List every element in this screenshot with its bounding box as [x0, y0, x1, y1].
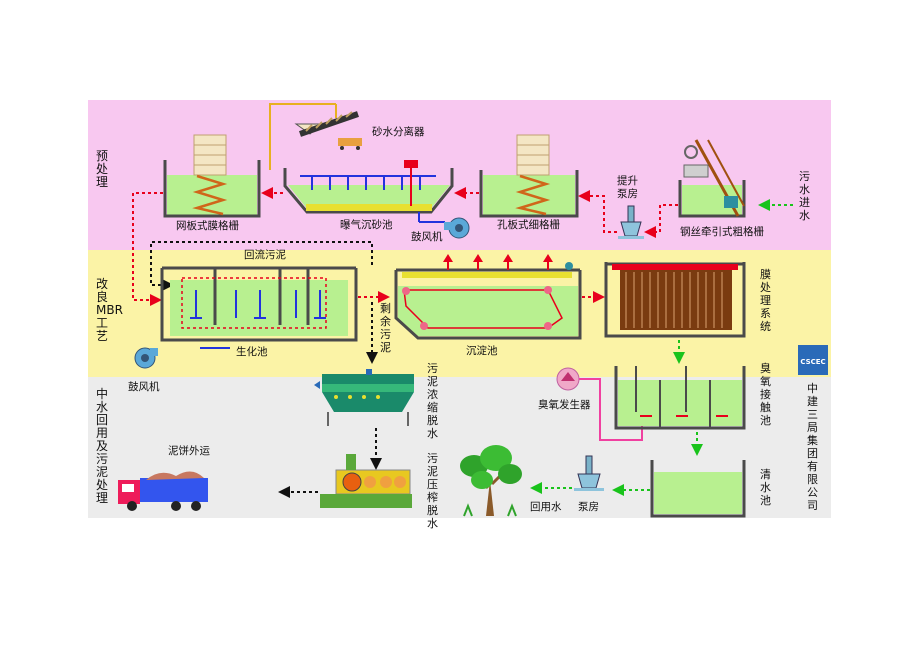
band-label-reuse: 中水回用及污泥处理 — [96, 386, 108, 505]
truck — [118, 471, 208, 511]
ozone-generator — [556, 367, 643, 441]
blower-left — [134, 347, 158, 369]
thickener-unit — [314, 369, 414, 426]
band-label-pretreatment: 预处理 — [96, 149, 108, 189]
clear-tank-label: 清水池 — [760, 468, 771, 507]
arrow-mesh-to-bio — [132, 192, 163, 306]
sand-separator-label: 砂水分离器 — [372, 125, 425, 138]
tree-icon — [460, 445, 522, 517]
arrow-coarse-to-pump — [644, 204, 678, 238]
mesh-screen-unit — [163, 134, 261, 218]
coarse-screen-label: 钢丝牵引式粗格栅 — [680, 225, 764, 238]
cake-out-label: 泥饼外运 — [168, 444, 210, 457]
settling-tank-label: 沉淀池 — [466, 344, 498, 357]
return-sludge-label: 回流污泥 — [244, 248, 286, 261]
aerated-grit-label: 曝气沉砂池 — [340, 218, 393, 231]
ozone-contact-label: 臭氧接触池 — [760, 361, 771, 427]
bio-tank-label: 生化池 — [236, 345, 268, 358]
coarse-screen-unit — [678, 139, 746, 218]
thickener-label: 污泥浓缩脱水 — [427, 362, 438, 440]
return-sludge-line — [150, 241, 373, 291]
pump-room-label: 泵房 — [578, 500, 599, 513]
lift-pump-label-1: 提升 — [617, 175, 638, 187]
lift-pump-label-2: 泵房 — [617, 187, 638, 200]
sand-separator — [269, 103, 362, 170]
lift-pump — [618, 205, 644, 239]
blower-left-label: 鼓风机 — [128, 380, 160, 393]
excess-sludge-label: 剩余污泥 — [380, 302, 391, 354]
reuse-pump — [574, 455, 604, 491]
aerated-grit-tank — [283, 160, 454, 223]
bio-tank — [160, 266, 358, 349]
membrane-system — [604, 262, 746, 338]
hole-screen-unit — [479, 134, 579, 218]
blower-top-label: 鼓风机 — [411, 230, 443, 243]
ozone-contact-tank — [614, 366, 746, 430]
ozone-gen-label: 臭氧发生器 — [538, 398, 591, 411]
mesh-screen-label: 网板式膜格栅 — [176, 219, 239, 232]
company-logo: CSCEC — [798, 345, 828, 375]
settling-tank — [394, 254, 582, 340]
press-unit — [320, 454, 412, 508]
membrane-label: 膜处理系统 — [760, 268, 771, 333]
hole-screen-label: 孔板式细格栅 — [497, 218, 560, 231]
blower-top — [444, 217, 470, 239]
arrow-pump-to-hole — [578, 190, 617, 233]
company-label: 中建三局集团有限公司 — [807, 382, 818, 512]
svg-text:CSCEC: CSCEC — [800, 358, 825, 366]
reuse-water-label: 回用水 — [530, 501, 562, 513]
press-label: 污泥压榨脱水 — [427, 452, 438, 530]
inflow-label: 污水进水 — [799, 170, 810, 222]
clear-water-tank — [650, 460, 746, 518]
